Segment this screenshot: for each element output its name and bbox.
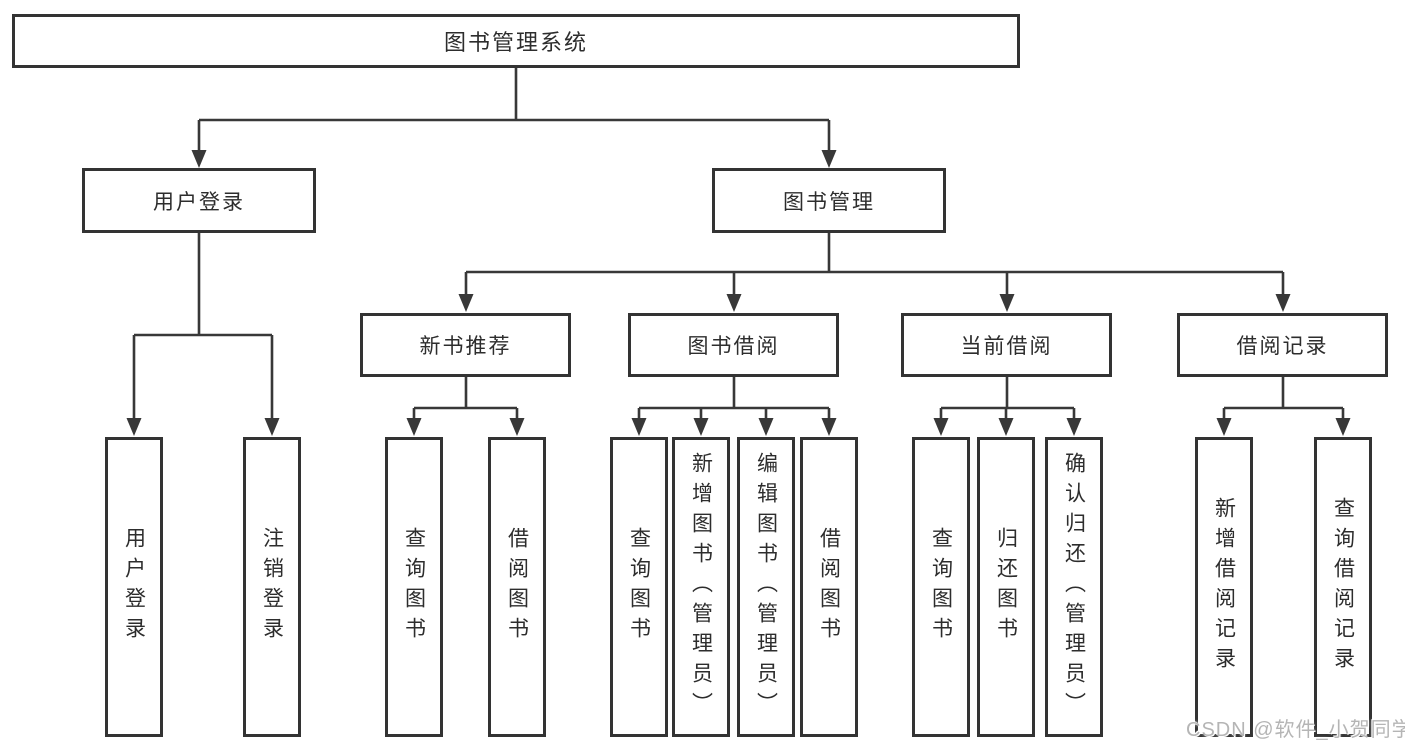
node-library-management-system-label: 图书管理系统 xyxy=(443,30,588,55)
leaf-current-query-books-label: 查询图书 xyxy=(929,527,953,647)
leaf-current-confirm-return-admin: 确认归还（管理员） xyxy=(1045,437,1103,737)
node-book-borrowing-label: 图书借阅 xyxy=(687,335,780,358)
leaf-logout-label: 注销登录 xyxy=(260,527,284,647)
leaf-newbook-query-books: 查询图书 xyxy=(385,437,443,737)
node-current-borrowing-label: 当前借阅 xyxy=(960,335,1053,358)
node-book-borrowing: 图书借阅 xyxy=(628,313,839,377)
leaf-logout: 注销登录 xyxy=(243,437,301,737)
leaf-user-login-label: 用户登录 xyxy=(122,527,146,647)
node-borrowing-records-label: 借阅记录 xyxy=(1236,335,1329,358)
leaf-borrowing-borrow-books: 借阅图书 xyxy=(800,437,858,737)
node-current-borrowing: 当前借阅 xyxy=(901,313,1112,377)
leaf-records-query-record-label: 查询借阅记录 xyxy=(1331,497,1355,677)
node-book-management: 图书管理 xyxy=(712,168,946,233)
arrowheads xyxy=(126,150,1351,436)
node-book-management-label: 图书管理 xyxy=(783,190,875,214)
leaf-records-add-record-label: 新增借阅记录 xyxy=(1212,497,1236,677)
node-user-login: 用户登录 xyxy=(82,168,316,233)
node-library-management-system: 图书管理系统 xyxy=(12,14,1020,68)
node-borrowing-records: 借阅记录 xyxy=(1177,313,1388,377)
leaf-records-query-record: 查询借阅记录 xyxy=(1314,437,1372,737)
leaf-records-add-record: 新增借阅记录 xyxy=(1195,437,1253,737)
leaf-newbook-borrow-books: 借阅图书 xyxy=(488,437,546,737)
leaf-current-confirm-return-admin-label: 确认归还（管理员） xyxy=(1062,452,1086,722)
node-new-book-recommend-label: 新书推荐 xyxy=(419,335,512,358)
leaf-borrowing-query-books-label: 查询图书 xyxy=(627,527,651,647)
csdn-watermark: CSDN @软件_小贺同学 xyxy=(1186,719,1405,741)
leaf-newbook-borrow-books-label: 借阅图书 xyxy=(505,527,529,647)
leaf-borrowing-edit-books-admin: 编辑图书（管理员） xyxy=(737,437,795,737)
leaf-newbook-query-books-label: 查询图书 xyxy=(402,527,426,647)
leaf-borrowing-add-books-admin-label: 新增图书（管理员） xyxy=(689,452,713,722)
node-user-login-label: 用户登录 xyxy=(153,190,245,214)
leaf-current-query-books: 查询图书 xyxy=(912,437,970,737)
leaf-borrowing-borrow-books-label: 借阅图书 xyxy=(817,527,841,647)
leaf-user-login: 用户登录 xyxy=(105,437,163,737)
leaf-borrowing-query-books: 查询图书 xyxy=(610,437,668,737)
leaf-borrowing-edit-books-admin-label: 编辑图书（管理员） xyxy=(754,452,778,722)
node-new-book-recommend: 新书推荐 xyxy=(360,313,571,377)
leaf-current-return-books: 归还图书 xyxy=(977,437,1035,737)
leaf-borrowing-add-books-admin: 新增图书（管理员） xyxy=(672,437,730,737)
leaf-current-return-books-label: 归还图书 xyxy=(994,527,1018,647)
